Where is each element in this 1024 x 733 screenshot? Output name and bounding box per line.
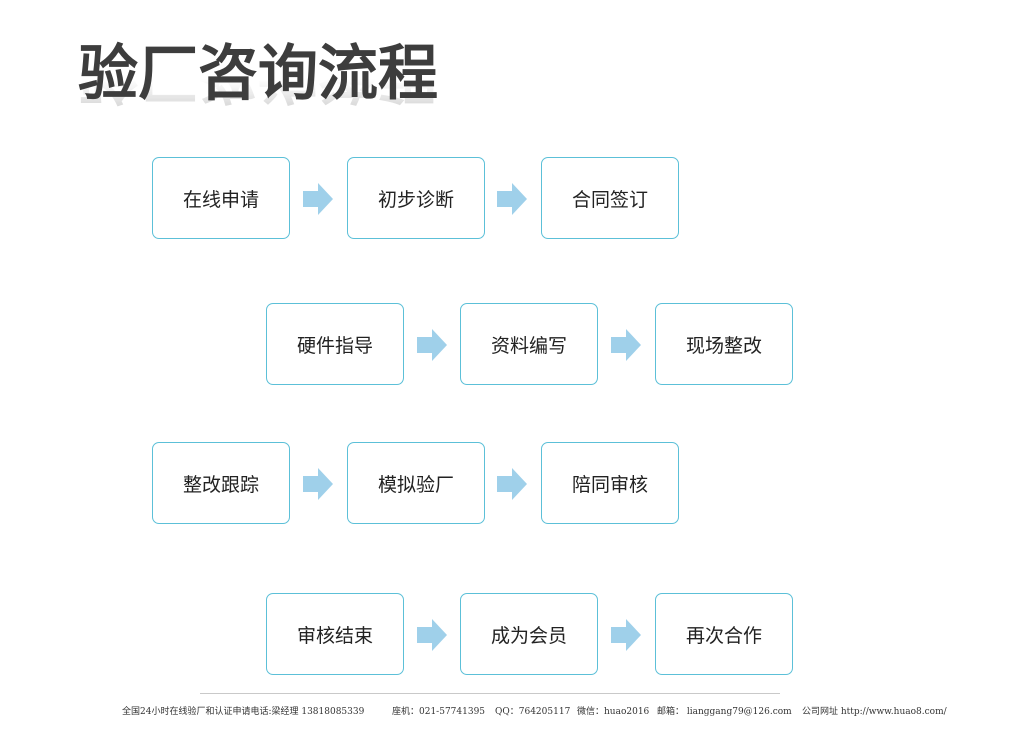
step-box: 合同签订 xyxy=(541,157,679,239)
footer-website-link[interactable]: 公司网址 http://www.huao8.com/ xyxy=(802,707,947,717)
step-box: 陪同审核 xyxy=(541,442,679,524)
footer-hotline: 全国24小时在线验厂和认证申请电话:梁经理 13818085339 xyxy=(122,707,365,717)
step-box: 初步诊断 xyxy=(347,157,485,239)
footer-contact: 全国24小时在线验厂和认证申请电话:梁经理 13818085339 座机：021… xyxy=(0,704,1024,720)
page-title: 验厂咨询流程 xyxy=(78,39,438,109)
step-box: 现场整改 xyxy=(655,303,793,385)
arrow-right-icon xyxy=(497,183,527,215)
arrow-right-icon xyxy=(417,619,447,651)
step-box: 在线申请 xyxy=(152,157,290,239)
step-box: 成为会员 xyxy=(460,593,598,675)
arrow-right-icon xyxy=(611,329,641,361)
step-box: 模拟验厂 xyxy=(347,442,485,524)
arrow-right-icon xyxy=(611,619,641,651)
footer-divider xyxy=(200,693,780,694)
step-box: 整改跟踪 xyxy=(152,442,290,524)
step-box: 审核结束 xyxy=(266,593,404,675)
footer-wechat: 微信：huao2016 xyxy=(577,707,650,717)
step-box: 再次合作 xyxy=(655,593,793,675)
arrow-right-icon xyxy=(303,468,333,500)
title-area: 验厂咨询流程 验厂咨询流程 xyxy=(78,38,478,168)
step-box: 硬件指导 xyxy=(266,303,404,385)
step-box: 资料编写 xyxy=(460,303,598,385)
page-title-reflection: 验厂咨询流程 xyxy=(78,66,438,109)
footer-fax: 座机：021-57741395 xyxy=(392,707,486,717)
footer-email: 邮箱： lianggang79@126.com xyxy=(657,707,792,717)
arrow-right-icon xyxy=(417,329,447,361)
footer-qq: QQ：764205117 xyxy=(495,707,571,717)
arrow-right-icon xyxy=(497,468,527,500)
arrow-right-icon xyxy=(303,183,333,215)
